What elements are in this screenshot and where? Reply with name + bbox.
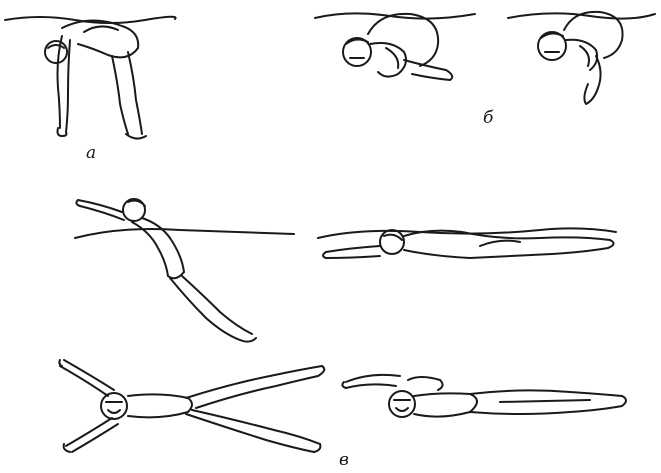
figure-v4-back-float-arms-overhead [342, 375, 626, 417]
figure-v3-starfish-float [59, 360, 324, 452]
water-line-v1 [75, 229, 294, 238]
figure-b2-tuck-float [508, 12, 655, 104]
figure-a-dead-man-float [5, 17, 176, 139]
figure-v2-back-float-horizontal [318, 228, 616, 258]
label-v: в [339, 452, 349, 469]
label-b: б [483, 110, 493, 127]
label-a: а [86, 145, 96, 162]
figure-v1-back-glide-entry [75, 199, 294, 342]
figure-b1-tuck-float [315, 13, 475, 80]
